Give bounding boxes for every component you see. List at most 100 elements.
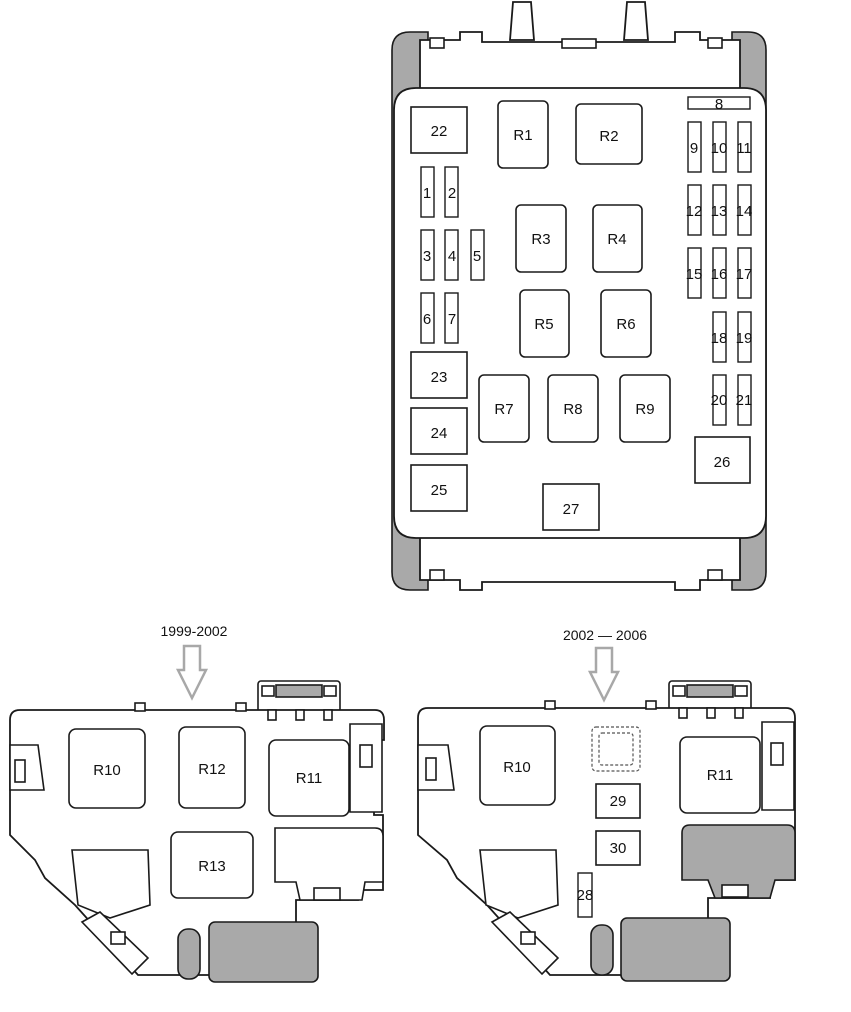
connector-tab-1 [672, 685, 686, 697]
svg-text:28: 28 [577, 887, 594, 904]
svg-text:27: 27 [563, 501, 580, 518]
svg-text:R11: R11 [296, 770, 322, 787]
bracket-screw [110, 931, 126, 945]
svg-text:15: 15 [686, 266, 703, 283]
svg-text:R1: R1 [513, 127, 532, 144]
svg-text:R9: R9 [635, 401, 654, 418]
svg-text:R13: R13 [198, 858, 226, 875]
svg-text:18: 18 [711, 330, 728, 347]
svg-text:25: 25 [431, 482, 448, 499]
fuse-4: 4 [444, 229, 459, 281]
relay-r11: R11 [679, 736, 761, 814]
fuse-28: 28 [577, 872, 594, 918]
main-fuse-box: 22 23 24 25 26 27 R1 R2 R3 R4 R5 R6 R7 R… [391, 1, 767, 591]
arrow-down-icon [587, 646, 621, 703]
socket [71, 849, 151, 919]
relay-r12: R12 [178, 726, 246, 809]
top-notch-5 [323, 709, 333, 721]
top-connector-grey [686, 684, 734, 698]
right-clip [761, 721, 795, 811]
arrow-down-icon [175, 644, 209, 701]
top-notch-2 [645, 700, 657, 710]
svg-text:4: 4 [448, 248, 456, 265]
fuse-9: 9 [687, 121, 702, 173]
fuse-25: 25 [410, 464, 468, 512]
clip-bottom-right [707, 569, 723, 581]
svg-text:17: 17 [736, 266, 753, 283]
fuse-17: 17 [736, 247, 753, 299]
grey-plug [177, 928, 201, 980]
top-notch-3 [267, 709, 277, 721]
panel-1999-2002: 1999-2002 R10 R12 R11 R13 [9, 623, 385, 983]
right-clip-inner [770, 742, 784, 766]
panel-2002-caption: 2002 — 2006 [563, 627, 647, 643]
socket [479, 849, 559, 919]
fuse-20: 20 [711, 374, 728, 426]
fuse-18: 18 [711, 311, 728, 363]
svg-text:14: 14 [736, 203, 753, 220]
svg-text:23: 23 [431, 369, 448, 386]
relay-r4: R4 [592, 204, 643, 273]
svg-text:R7: R7 [494, 401, 513, 418]
fuse-13: 13 [711, 184, 727, 236]
right-clip-inner [359, 744, 373, 768]
svg-text:24: 24 [431, 425, 448, 442]
svg-text:R11: R11 [707, 767, 733, 784]
svg-text:20: 20 [711, 392, 728, 409]
connector-block [274, 827, 384, 901]
connector-tab-2 [734, 685, 748, 697]
connector-latch [721, 884, 749, 898]
relay-r3: R3 [515, 204, 567, 273]
grey-plug [590, 924, 614, 976]
grey-connector-block [681, 824, 796, 899]
svg-text:2: 2 [448, 185, 456, 202]
relay-r11: R11 [268, 739, 350, 817]
fuse-29: 29 [595, 783, 641, 819]
svg-text:R4: R4 [607, 231, 626, 248]
svg-text:R10: R10 [503, 759, 531, 776]
relay-r7: R7 [478, 374, 530, 443]
svg-text:R5: R5 [534, 316, 553, 333]
top-notch-1 [544, 700, 556, 710]
fuse-10: 10 [711, 121, 727, 173]
clip-top-left [429, 37, 445, 49]
left-clip-inner [425, 757, 437, 781]
connector-latch [313, 887, 341, 901]
svg-text:3: 3 [423, 248, 431, 265]
svg-text:19: 19 [736, 330, 753, 347]
fuse-7: 7 [444, 292, 459, 344]
right-clip [349, 723, 383, 813]
connector-tab-1 [261, 685, 275, 697]
fuse-23: 23 [410, 351, 468, 399]
svg-text:29: 29 [610, 793, 627, 810]
relay-r10: R10 [68, 728, 146, 809]
svg-text:R8: R8 [563, 401, 582, 418]
relay-r5: R5 [519, 289, 570, 358]
svg-text:R3: R3 [531, 231, 550, 248]
fuse-1: 1 [420, 166, 435, 218]
fuse-8: 8 [687, 96, 751, 113]
top-notch-4 [706, 707, 716, 719]
fuse-24: 24 [410, 407, 468, 455]
top-connector-grey [275, 684, 323, 698]
fuse-14: 14 [736, 184, 753, 236]
bracket-screw [520, 931, 536, 945]
fuse-22: 22 [410, 106, 468, 154]
fuse-15: 15 [686, 247, 703, 299]
fuse-27: 27 [542, 483, 600, 531]
relay-r8: R8 [547, 374, 599, 443]
relay-r2: R2 [575, 103, 643, 165]
fuse-5: 5 [470, 229, 485, 281]
svg-text:R2: R2 [599, 128, 618, 145]
empty-slot-inner [598, 732, 634, 766]
svg-text:22: 22 [431, 123, 448, 140]
top-notch-4 [295, 709, 305, 721]
fuse-3: 3 [420, 229, 435, 281]
fuse-26: 26 [694, 436, 751, 484]
svg-text:16: 16 [711, 266, 728, 283]
empty-slot-outline [591, 726, 641, 772]
svg-text:11: 11 [736, 140, 752, 157]
svg-text:8: 8 [715, 96, 723, 113]
fuse-21: 21 [736, 374, 752, 426]
